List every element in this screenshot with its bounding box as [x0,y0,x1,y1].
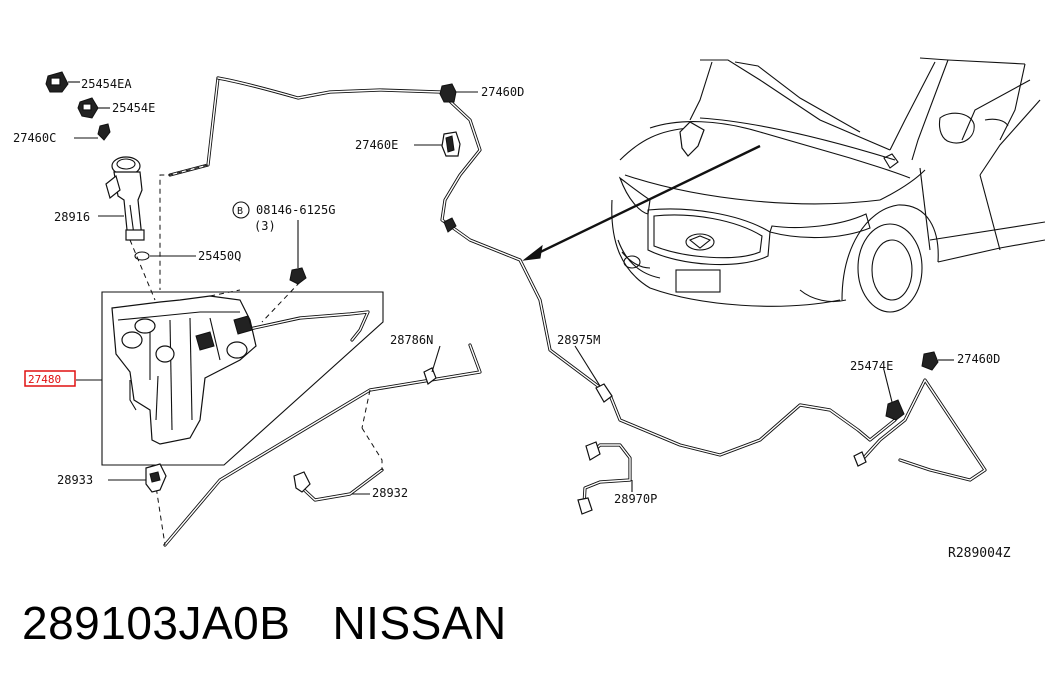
washer-hoses [163,76,987,547]
label-28786N[interactable]: 28786N [390,333,433,347]
label-08146-6125G[interactable]: 08146-6125G [256,203,335,217]
diagram-reference-code: R289004Z [948,546,1011,561]
label-bolt-qty: (3) [254,219,276,233]
bolt-marker-letter: B [237,206,243,217]
label-27460D-top[interactable]: 27460D [481,85,524,99]
label-27460C[interactable]: 27460C [13,131,56,145]
label-28932[interactable]: 28932 [372,486,408,500]
label-25450Q[interactable]: 25450Q [198,249,241,263]
tank-box [101,291,384,466]
label-27480[interactable]: 27480 [28,373,61,386]
label-28975M[interactable]: 28975M [557,333,600,347]
bolt-marker-circle [232,201,250,219]
label-25474E[interactable]: 25474E [850,359,893,373]
label-28933[interactable]: 28933 [57,473,93,487]
label-28970P[interactable]: 28970P [614,492,657,506]
highlight-box [24,370,76,387]
small-parts [45,71,954,515]
label-28916[interactable]: 28916 [54,210,90,224]
label-25454EA[interactable]: 25454EA [81,77,132,91]
dashed-leaders [129,164,383,546]
label-27460E[interactable]: 27460E [355,138,398,152]
car-illustration [522,57,1045,313]
brand-name: NISSAN [332,597,507,649]
part-footer: 289103JA0B NISSAN [22,596,507,650]
label-25454E[interactable]: 25454E [112,101,155,115]
part-labels: 25454EA 25454E 27460C 28916 25450Q B 081… [13,77,1011,561]
part-number: 289103JA0B [22,597,291,649]
label-27460D-right[interactable]: 27460D [957,352,1000,366]
